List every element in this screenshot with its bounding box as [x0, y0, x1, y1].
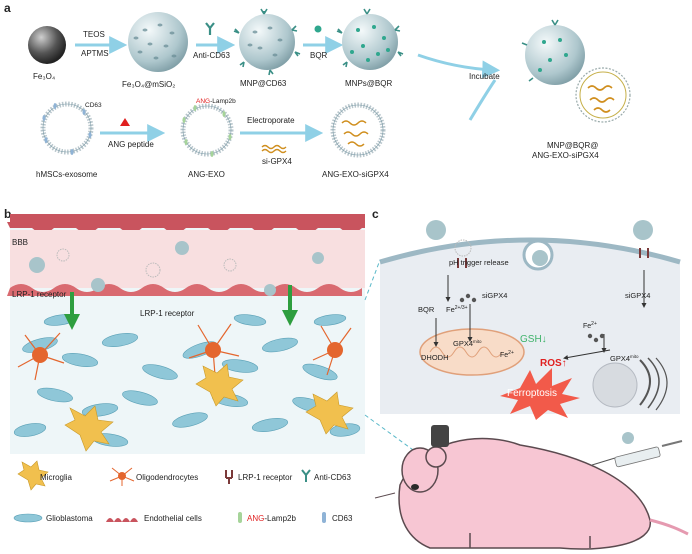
fe3o4-msio2-label: Fe₃O₄@mSiO₂ [122, 80, 175, 89]
oligodendrocyte-legend-icon [109, 467, 135, 486]
cell-diagram [379, 214, 681, 420]
gpx4-label-left: GPX4mito [453, 339, 482, 348]
mnp-cd63-particle [233, 8, 301, 76]
aptms-label: APTMS [81, 49, 109, 58]
ang-lamp2b-legend-icon [238, 512, 242, 523]
dhodh-label: DHODH [421, 353, 449, 362]
legend-lrp1: LRP-1 receptor [238, 473, 293, 482]
mnp-cd63-label: MNP@CD63 [240, 79, 287, 88]
ang-peptide-label: ANG peptide [108, 140, 154, 149]
arrow-incubate-top [417, 53, 501, 79]
legend-microglia: Microglia [40, 473, 73, 482]
fe2-label-mid: Fe2+ [500, 350, 514, 359]
arrow-incubate-bottom [468, 79, 497, 121]
gpx4-label-right: GPX4mito [610, 354, 639, 363]
cd63-legend-icon [322, 512, 326, 523]
panel-label-c: c [372, 207, 379, 221]
ferroptosis-label: Ferroptosis [507, 388, 557, 399]
hmscs-exosome-label: hMSCs-exosome [36, 170, 98, 179]
si-gpx4-rna-icon [261, 144, 287, 154]
glioblastoma-legend-icon [13, 513, 43, 523]
bbb-label: BBB [12, 238, 28, 247]
lrp1-legend-icon [225, 470, 233, 484]
bqr-label-c: BQR [418, 305, 435, 314]
legend-endothelial: Endothelial cells [144, 514, 202, 523]
teos-label: TEOS [83, 30, 105, 39]
brain-tissue-scene [7, 214, 365, 454]
implant-device [431, 425, 449, 447]
sigpx4-label-left: siGPX4 [482, 291, 507, 300]
legend-oligodendrocytes: Oligodendrocytes [136, 473, 198, 482]
ph-trigger-label: pH trigger release [449, 258, 509, 267]
mouse-illustration [374, 425, 689, 550]
fe3o4-core-sphere [28, 26, 66, 64]
final-label-line1: MNP@BQR@ [547, 141, 598, 150]
legend-anti-cd63: Anti-CD63 [314, 473, 351, 482]
endothelial-legend-icon [106, 518, 138, 522]
fe3o4-label: Fe₃O₄ [33, 72, 55, 81]
legend-glioblastoma: Glioblastoma [46, 514, 93, 523]
final-label-line2: ANG-EXO-siPGX4 [532, 151, 599, 160]
legend-ang-lamp2b: ANG-Lamp2b [247, 514, 296, 523]
final-complex-particle [521, 19, 631, 123]
gsh-label: GSH↓ [520, 334, 547, 345]
si-gpx4-label: si-GPX4 [262, 157, 292, 166]
cd63-label: CD63 [85, 102, 102, 109]
lrp1-label-inner: LRP-1 receptor [140, 309, 195, 318]
electroporate-label: Electroporate [247, 116, 295, 125]
ang-exo-sigpx4-label: ANG-EXO-siGPX4 [322, 170, 389, 179]
legend-cd63: CD63 [332, 514, 353, 523]
anti-cd63-label: Anti-CD63 [193, 51, 230, 60]
legend [13, 460, 326, 523]
fe23-label: Fe2+/3+ [446, 305, 468, 314]
syringe-illustration [591, 432, 683, 468]
panel-label-a: a [4, 1, 11, 15]
fe2-label-right: Fe2+ [583, 321, 597, 330]
ang-peptide-icon [120, 118, 130, 126]
ang-exo-sigpx4 [330, 102, 386, 158]
microglia-legend-icon [17, 460, 49, 491]
fe3o4-msio2-particle [128, 12, 188, 72]
sigpx4-label-right: siGPX4 [625, 291, 650, 300]
ang-lamp2b-label-top: ANG-Lamp2b [196, 98, 236, 105]
mnps-bqr-particle [336, 8, 404, 70]
ros-label: ROS↑ [540, 358, 567, 369]
incubate-label: Incubate [469, 72, 500, 81]
ang-exo-label: ANG-EXO [188, 170, 225, 179]
panel-label-b: b [4, 207, 11, 221]
anti-cd63-legend-icon [301, 469, 311, 482]
ang-exo [180, 103, 234, 157]
mnps-bqr-label: MNPs@BQR [345, 79, 392, 88]
hmscs-exosome [40, 101, 94, 155]
bqr-molecule-icon [314, 25, 322, 33]
zoom-lines [364, 259, 421, 456]
anti-cd63-antibody-icon [205, 22, 215, 35]
bqr-label: BQR [310, 51, 328, 60]
lrp1-label-left: LRP-1 receptor [12, 290, 67, 299]
